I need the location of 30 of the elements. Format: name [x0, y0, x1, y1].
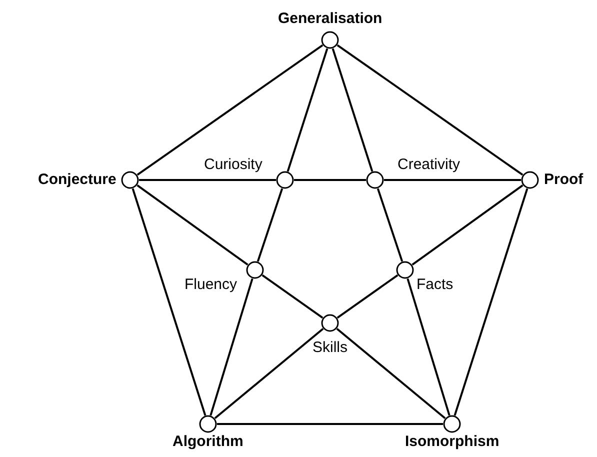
- vertex-label: Proof: [544, 171, 584, 188]
- connector-line: [384, 179, 521, 181]
- connector-line: [336, 44, 524, 176]
- connector-line: [406, 278, 450, 416]
- connector-line: [262, 274, 324, 319]
- vertex-label: Curiosity: [204, 156, 262, 173]
- vertex-label: Conjecture: [38, 171, 116, 188]
- connector-line: [132, 188, 206, 416]
- connector-line: [214, 328, 324, 420]
- vertex-label: Skills: [312, 339, 348, 356]
- connector-line: [139, 179, 276, 181]
- vertex-label: Facts: [416, 276, 454, 293]
- connector-line: [136, 184, 248, 266]
- connector-line: [136, 44, 324, 176]
- vertex-label: Isomorphism: [405, 433, 500, 450]
- connector-line: [336, 274, 398, 319]
- connector-line: [336, 328, 446, 420]
- vertex-label: Algorithm: [172, 433, 244, 450]
- connector-line: [454, 188, 528, 416]
- connector-line: [294, 179, 366, 181]
- connector-line: [376, 188, 404, 262]
- connector-line: [412, 184, 524, 266]
- connector-line: [286, 48, 328, 172]
- connector-line: [256, 188, 284, 262]
- vertex-label: Fluency: [184, 276, 238, 293]
- connector-line: [332, 48, 374, 172]
- connector-line: [210, 278, 254, 416]
- vertex-label: Creativity: [398, 156, 460, 173]
- connector-line: [217, 423, 443, 425]
- vertex-label: Generalisation: [278, 10, 382, 27]
